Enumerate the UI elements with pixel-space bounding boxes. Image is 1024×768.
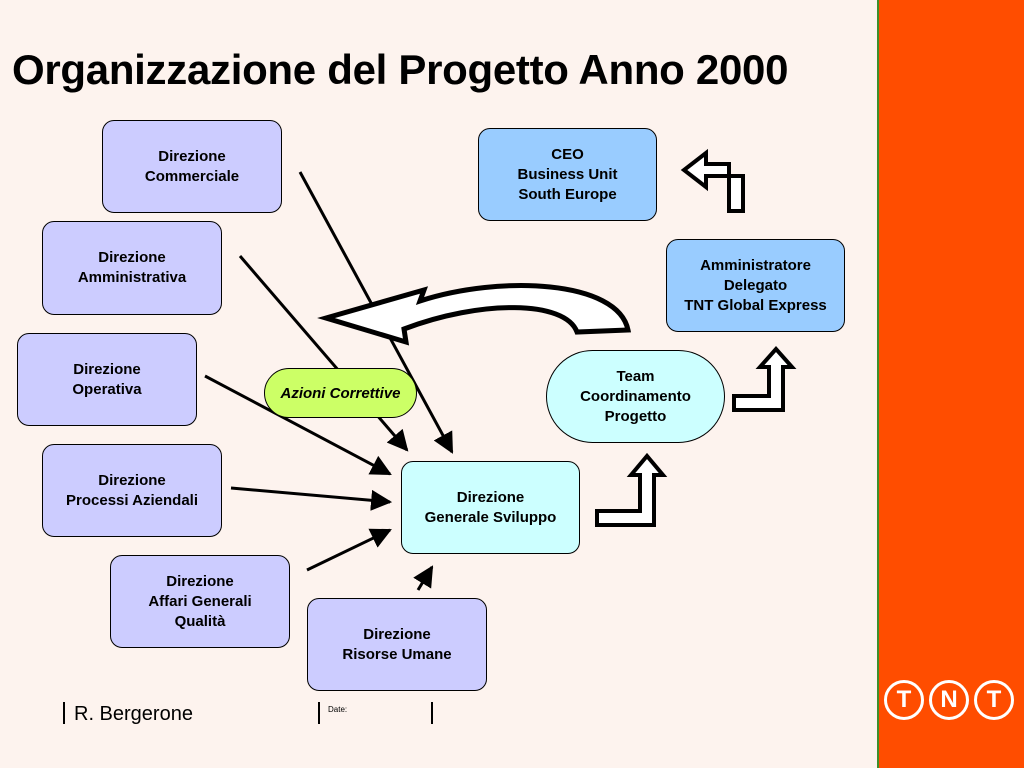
box-direzione-affari-generali[interactable]: Direzione Affari Generali Qualità: [110, 555, 290, 648]
box-line: Direzione: [98, 471, 166, 489]
box-line: Direzione: [363, 625, 431, 643]
box-direzione-generale-sviluppo[interactable]: Direzione Generale Sviluppo: [401, 461, 580, 554]
footer-divider: [431, 702, 433, 724]
box-line: Processi Aziendali: [66, 491, 198, 509]
curved-feedback-arrow: [317, 283, 632, 346]
arrow-affari: [306, 528, 392, 572]
box-line: Team: [616, 367, 655, 385]
arrow-operativa: [204, 374, 392, 476]
box-line: Qualità: [174, 612, 226, 630]
elbow-arrow-to-team: [595, 452, 668, 527]
elbow-arrow-to-amministratore: [732, 345, 797, 412]
box-line: Generale Sviluppo: [424, 508, 557, 526]
box-direzione-amministrativa[interactable]: Direzione Amministrativa: [42, 221, 222, 315]
logo-letter: N: [929, 680, 969, 720]
box-direzione-risorse-umane[interactable]: Direzione Risorse Umane: [307, 598, 487, 691]
box-line: Amministratore: [700, 256, 811, 274]
box-direzione-operativa[interactable]: Direzione Operativa: [17, 333, 197, 426]
arrow-processi: [230, 486, 393, 511]
logo-letter: T: [884, 680, 924, 720]
box-direzione-processi-aziendali[interactable]: Direzione Processi Aziendali: [42, 444, 222, 537]
arrow-amministrativa: [238, 255, 409, 452]
box-line: Direzione: [158, 147, 226, 165]
pill-label: Azioni Correttive: [280, 384, 401, 402]
connector-arrows: [204, 148, 797, 591]
arrow-risorse: [413, 565, 434, 591]
footer-date-label: Date:: [328, 705, 348, 714]
box-line: CEO: [551, 145, 584, 163]
box-line: Risorse Umane: [342, 645, 452, 663]
elbow-arrow-to-ceo: [680, 148, 745, 213]
logo-letter: T: [974, 680, 1014, 720]
footer-divider: [318, 702, 320, 724]
box-line: Direzione: [456, 488, 525, 506]
box-line: Amministrativa: [77, 269, 187, 286]
box-line: Progetto: [604, 407, 667, 425]
pill-azioni-correttive[interactable]: Azioni Correttive: [264, 368, 417, 418]
footer-divider: [63, 702, 65, 724]
box-line: Affari Generali: [148, 592, 252, 610]
box-direzione-commerciale[interactable]: Direzione Commerciale: [102, 120, 282, 213]
box-line: Business Unit: [517, 165, 618, 183]
box-line: South Europe: [518, 185, 617, 203]
orange-sidebar: [877, 0, 1024, 768]
box-line: Operativa: [72, 380, 142, 398]
slide-title: Organizzazione del Progetto Anno 2000: [12, 46, 789, 93]
box-line: Coordinamento: [580, 387, 691, 405]
box-amministratore-delegato[interactable]: Amministratore Delegato TNT Global Expre…: [666, 239, 845, 332]
box-line: Commerciale: [144, 167, 240, 185]
box-line: Delegato: [723, 276, 788, 294]
box-line: Direzione: [73, 360, 141, 378]
box-line: Direzione: [98, 249, 166, 266]
box-line: TNT Global Express: [684, 296, 827, 314]
box-ceo[interactable]: CEO Business Unit South Europe: [478, 128, 657, 221]
box-team-coordinamento-progetto[interactable]: Team Coordinamento Progetto: [546, 350, 725, 443]
box-line: Direzione: [166, 572, 234, 590]
footer-author: R. Bergerone: [74, 703, 193, 725]
